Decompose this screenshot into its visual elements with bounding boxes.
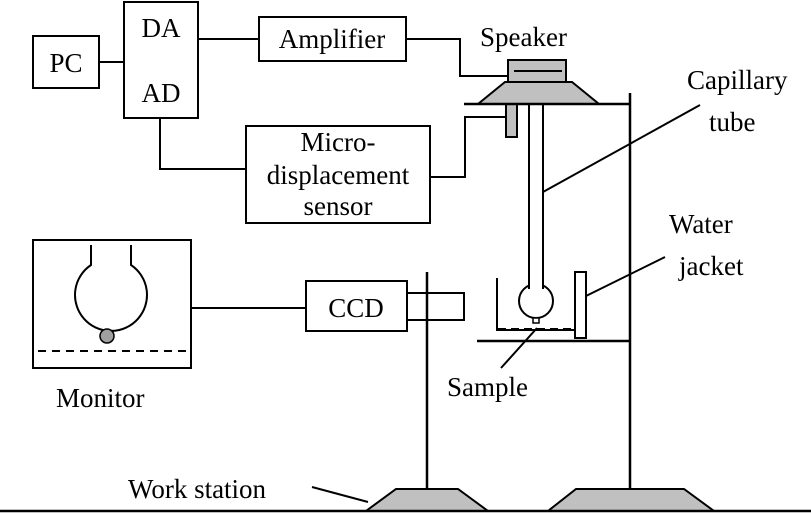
capillary-leader bbox=[542, 104, 701, 193]
ad-label: AD bbox=[142, 78, 181, 108]
displacement-probe bbox=[505, 103, 518, 138]
ad-sensor-connector bbox=[159, 118, 246, 170]
capillary-label-line2: tube bbox=[709, 107, 756, 137]
sensor-label-line3: sensor bbox=[304, 191, 373, 221]
sample-label: Sample bbox=[447, 372, 528, 402]
work-station-label: Work station bbox=[128, 474, 267, 504]
water-jacket-leader bbox=[585, 256, 666, 297]
monitor-label: Monitor bbox=[56, 383, 145, 413]
monitor bbox=[32, 239, 192, 369]
capillary-tube bbox=[518, 103, 554, 324]
amplifier-box: Amplifier bbox=[258, 16, 407, 62]
left-base-plate bbox=[362, 488, 492, 512]
da-label: DA bbox=[142, 13, 181, 43]
water-jacket-label-line2: jacket bbox=[678, 251, 744, 281]
right-base-plate bbox=[545, 488, 718, 512]
ccd-camera: CCD bbox=[305, 280, 465, 332]
capillary-label-line1: Capillary bbox=[687, 65, 788, 95]
pc-box: PC bbox=[32, 35, 100, 89]
sensor-label-line1: Micro- bbox=[301, 127, 376, 157]
water-jacket bbox=[496, 271, 587, 339]
sensor-box: Micro- displacement sensor bbox=[245, 125, 431, 224]
amplifier-label: Amplifier bbox=[279, 24, 385, 54]
amplifier-speaker-connector bbox=[406, 38, 508, 77]
sensor-label-line2: displacement bbox=[267, 160, 410, 190]
work-station-leader bbox=[311, 486, 369, 503]
daad-box: DA AD bbox=[123, 1, 199, 119]
water-jacket-label-line1: Water bbox=[669, 209, 733, 239]
pc-label: PC bbox=[49, 48, 82, 78]
ccd-label: CCD bbox=[328, 293, 384, 323]
sensor-probe-connector bbox=[430, 116, 506, 178]
speaker-label: Speaker bbox=[480, 22, 567, 52]
sample-leader bbox=[500, 327, 538, 369]
speaker bbox=[475, 59, 602, 105]
